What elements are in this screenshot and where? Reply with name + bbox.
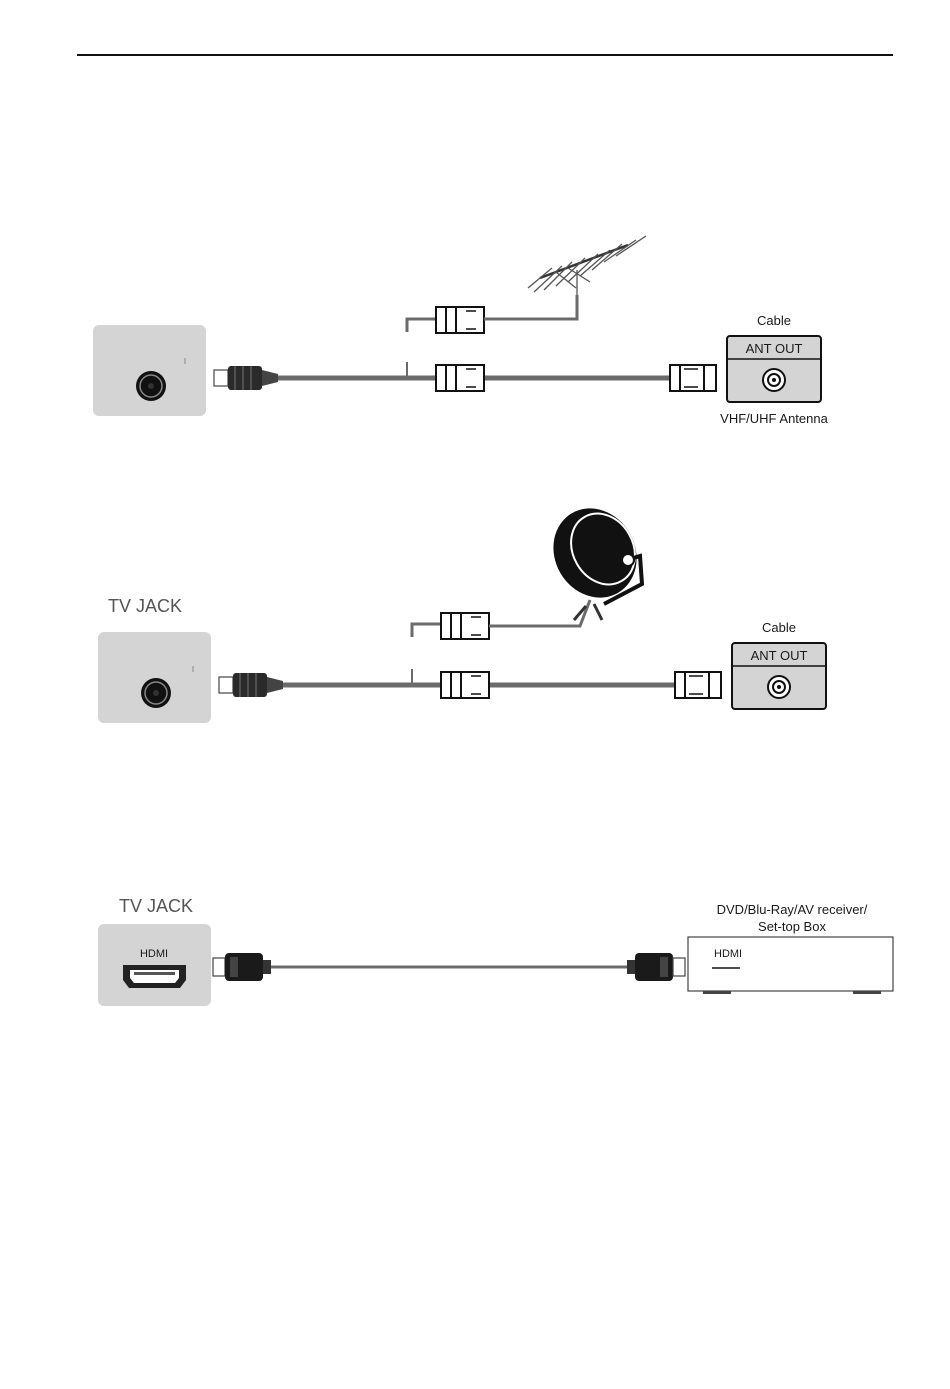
f-connector-icon <box>441 613 489 639</box>
hdmi-plug-icon <box>213 953 271 981</box>
antenna-label: VHF/UHF Antenna <box>720 411 828 426</box>
antenna-cable <box>484 295 577 319</box>
coax-plug-icon <box>219 673 283 697</box>
tv-jack-label: TV JACK <box>119 896 193 916</box>
tv-jack-panel <box>93 325 206 416</box>
cable-label: Cable <box>757 313 791 328</box>
f-connector-icon <box>436 307 484 333</box>
hdmi-plug-icon <box>627 953 685 981</box>
set-top-box-icon <box>688 937 893 994</box>
device-label-line1: DVD/Blu-Ray/AV receiver/ <box>717 902 868 917</box>
hdmi-connection-diagram: TV JACK HDMI DVD/Blu-Ray/AV receiver/ Se… <box>98 896 893 1006</box>
f-connector-icon <box>441 672 489 698</box>
tv-jack-panel <box>98 632 211 723</box>
ant-out-port-icon <box>768 676 790 698</box>
hdmi-port-icon <box>123 965 186 988</box>
satellite-connection-diagram: TV JACK <box>98 493 826 723</box>
antenna-connection-diagram: Cable ANT OUT VHF/UHF Antenna <box>93 236 829 426</box>
tv-jack-label: TV JACK <box>108 596 182 616</box>
alt-bracket <box>407 319 436 332</box>
f-connector-icon <box>436 365 484 391</box>
ant-out-label: ANT OUT <box>746 341 803 356</box>
device-hdmi-label: HDMI <box>714 948 742 960</box>
satellite-dish-icon <box>537 493 652 620</box>
coax-plug-icon <box>214 366 278 390</box>
device-label-line2: Set-top Box <box>758 919 826 934</box>
ant-out-label: ANT OUT <box>751 648 808 663</box>
alt-bracket <box>412 624 441 637</box>
f-connector-icon <box>670 365 716 391</box>
hdmi-port-label: HDMI <box>140 948 168 960</box>
yagi-antenna-icon <box>528 236 646 295</box>
ant-out-port-icon <box>763 369 785 391</box>
f-connector-icon <box>675 672 721 698</box>
cable-label: Cable <box>762 620 796 635</box>
dish-cable <box>489 600 590 626</box>
